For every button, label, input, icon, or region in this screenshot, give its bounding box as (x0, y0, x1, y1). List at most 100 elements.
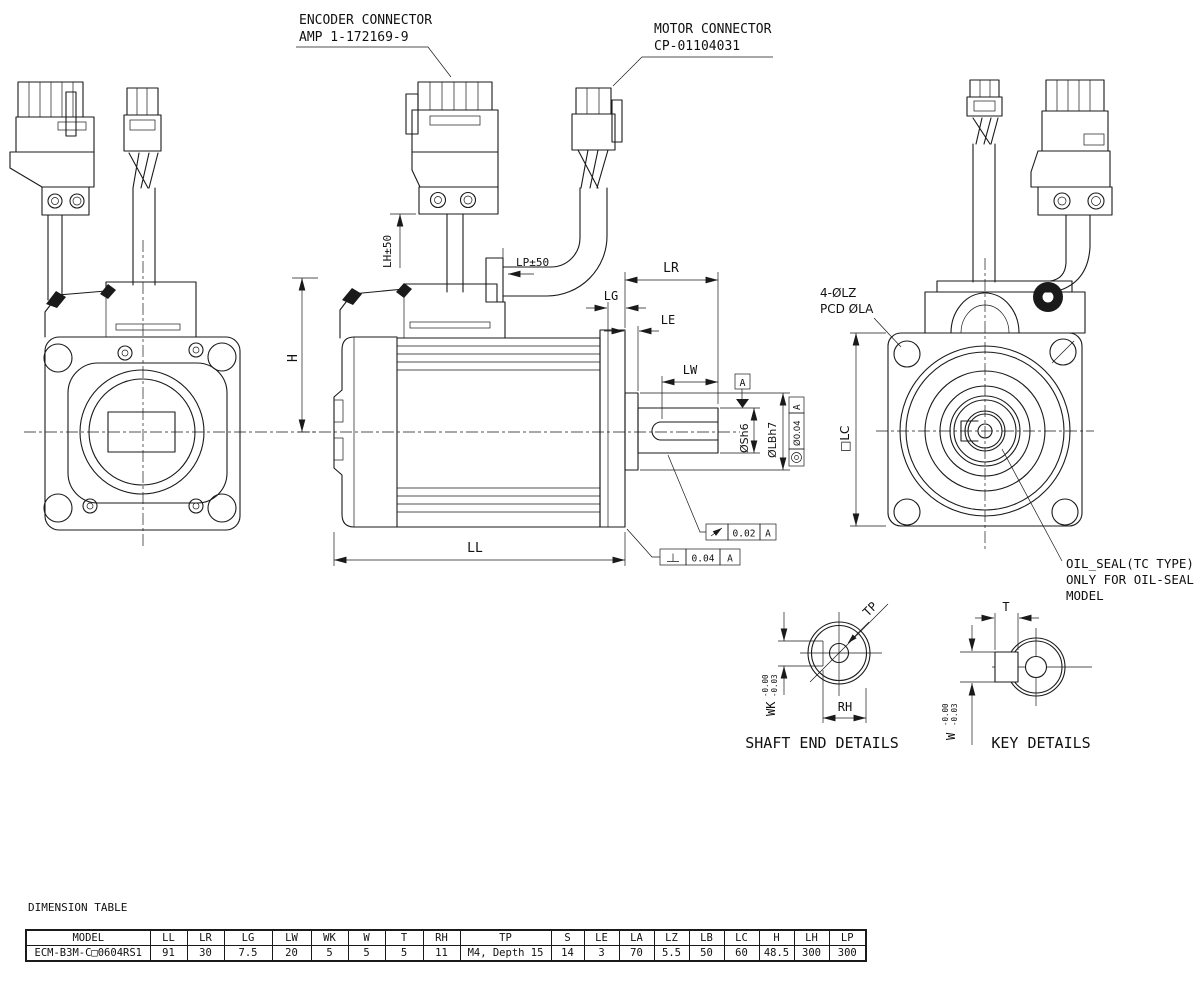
motor-callout-line1: MOTOR CONNECTOR (654, 22, 772, 37)
mount-hole (43, 493, 73, 523)
shaft-end-detail-title: SHAFT END DETAILS (745, 734, 899, 752)
datum-flag-A: A (734, 373, 751, 408)
motor-callout-leader (612, 56, 773, 87)
dim-W: W -0.00 -0.03 (941, 625, 998, 745)
dim-LL-label: LL (467, 541, 483, 556)
dim-RH: RH (822, 670, 867, 723)
col-header-rh: RH (422, 929, 461, 946)
fcf-perp-datum: A (727, 554, 733, 565)
flange-hole (893, 340, 921, 368)
dim-LG-label: LG (604, 289, 618, 303)
dim-WK-label: WK (764, 701, 778, 716)
screw-slot (1051, 340, 1075, 364)
dim-LL: LL (333, 532, 626, 566)
col-header-lp: LP (828, 929, 867, 946)
col-header-t: T (384, 929, 424, 946)
col-header-wk: WK (310, 929, 349, 946)
cell-lc: 60 (723, 945, 760, 962)
side-motor-connector (485, 87, 623, 303)
side-body (298, 329, 740, 528)
screw (188, 342, 204, 358)
key-block (994, 651, 1019, 683)
cell-t: 5 (384, 945, 424, 962)
dimension-table: MODEL LL LR LG LW WK W T RH TP S LE LA L… (25, 929, 867, 962)
dim-WK: WK -0.00 -0.03 (761, 674, 779, 716)
dim-pilot-dia-label: ØLBh7 (766, 422, 779, 458)
front-view: □LC 4-ØLZ PCD ØLA OIL_SEAL(TC TYPE) ONLY… (820, 79, 1194, 603)
tap-leader (809, 603, 889, 683)
oil-seal-line2: ONLY FOR OIL-SEAL (1066, 572, 1194, 587)
dim-LH-label: LH±50 (381, 235, 394, 268)
screw (117, 345, 133, 361)
keyway-section (778, 640, 824, 667)
table-header-row: MODEL LL LR LG LW WK W T RH TP S LE LA L… (25, 929, 867, 946)
shaft (637, 407, 719, 454)
col-header-s: S (550, 929, 585, 946)
dim-W-tol-upper: -0.00 (941, 703, 950, 726)
oil-seal-leader (1001, 448, 1063, 562)
col-header-model: MODEL (25, 929, 151, 946)
encoder-callout-leader (296, 46, 452, 78)
dim-pilot-dia: ØLBh7 (640, 392, 790, 471)
side-rear-cap (333, 336, 398, 528)
shaft-center (1024, 655, 1048, 679)
dim-LP-label: LP±50 (516, 256, 549, 269)
col-header-la: LA (618, 929, 655, 946)
flange (599, 329, 626, 528)
dim-H-label: H (286, 354, 301, 362)
fcf-runout-value: 0.02 (733, 529, 756, 540)
oil-seal-callout: OIL_SEAL(TC TYPE) ONLY FOR OIL-SEAL MODE… (1001, 448, 1194, 603)
col-header-ll: LL (149, 929, 188, 946)
cell-h: 48.5 (758, 945, 795, 962)
col-header-lz: LZ (653, 929, 690, 946)
fcf-conc-value: Ø0.04 (792, 420, 803, 446)
dim-LR-label: LR (663, 261, 679, 276)
key-detail: T W -0.00 -0.03 KEY DETAILS (941, 600, 1092, 752)
col-header-lg: LG (223, 929, 273, 946)
dim-W-tol-lower: -0.03 (950, 703, 959, 726)
mounting-callout-line2: PCD ØLA (820, 302, 874, 316)
col-header-lr: LR (186, 929, 225, 946)
oil-seal-line3: MODEL (1066, 588, 1104, 603)
encoder-callout-line1: ENCODER CONNECTOR (299, 13, 432, 28)
side-encoder-connector (405, 81, 499, 293)
cell-lp: 300 (828, 945, 867, 962)
flange-hole (893, 498, 921, 526)
mount-hole (207, 342, 237, 372)
dim-LR: LR (624, 261, 719, 404)
front-encoder-connector (1030, 79, 1113, 312)
encoder-callout-line2: AMP 1-172169-9 (299, 30, 409, 45)
dim-TP-label: TP (860, 599, 880, 619)
motor-callout-line2: CP-01104031 (654, 39, 740, 54)
col-header-lc: LC (723, 929, 760, 946)
fcf-runout: 0.02 A (667, 454, 777, 541)
screw (82, 498, 98, 514)
rear-body (24, 240, 318, 548)
front-body (876, 258, 1094, 552)
front-motor-connector (966, 79, 1003, 283)
screw (188, 498, 204, 514)
dim-LE: LE (604, 313, 675, 391)
table-data-row: ECM-B3M-C□0604RS1 91 30 7.5 20 5 5 5 11 … (25, 945, 867, 962)
dim-LW-label: LW (683, 363, 698, 377)
dim-LG: LG (586, 289, 646, 330)
cell-model: ECM-B3M-C□0604RS1 (25, 945, 151, 962)
dim-LC: □LC (838, 332, 886, 527)
cell-w: 5 (347, 945, 386, 962)
fcf-perpendicularity: 0.04 A (626, 528, 741, 566)
dim-shaft-dia-label: ØSh6 (738, 423, 751, 453)
front-top-housing (924, 280, 1086, 334)
cell-lb: 50 (688, 945, 725, 962)
col-header-lw: LW (271, 929, 312, 946)
concentricity-icon (791, 452, 802, 463)
side-view: H LH±50 (286, 81, 805, 566)
rear-top-housing (44, 281, 197, 338)
dim-T-label: T (1002, 600, 1009, 614)
cell-rh: 11 (422, 945, 461, 962)
fcf-runout-datum: A (765, 529, 771, 540)
cell-lr: 30 (186, 945, 225, 962)
dim-H: H (286, 277, 318, 432)
fcf-perp-value: 0.04 (692, 554, 715, 565)
cell-wk: 5 (310, 945, 349, 962)
